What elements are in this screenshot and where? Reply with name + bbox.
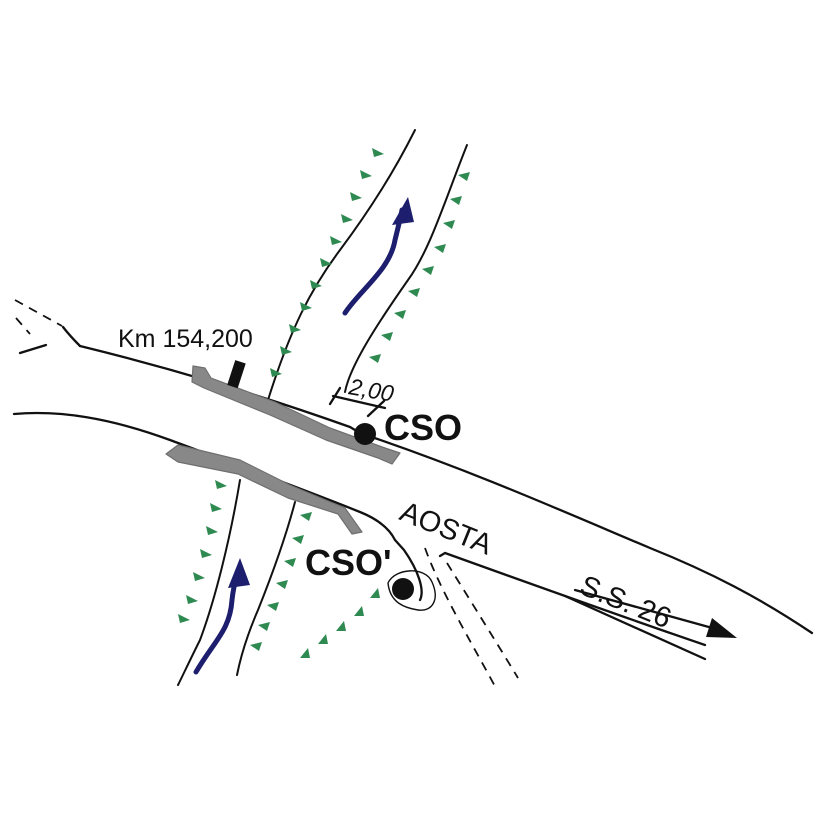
road-north-edge — [78, 344, 814, 635]
side-road-west-top — [61, 325, 82, 348]
road-south-edge — [12, 411, 423, 602]
embankment-north-east — [369, 172, 470, 363]
point-label-cso-alt: CSO' — [305, 542, 392, 583]
point-marker-icon — [354, 423, 376, 445]
point-marker-icon — [392, 578, 414, 600]
branch-road-dashed-west — [424, 547, 498, 691]
embankment-tick-icon — [270, 148, 384, 377]
embankment-tick-icon — [300, 588, 380, 658]
side-road-west-dashed-left — [15, 317, 31, 335]
embankment-pond — [300, 588, 380, 658]
dimension-tick-left — [328, 386, 342, 406]
km-label: Km 154,200 — [118, 325, 253, 353]
road-code-underline — [563, 594, 707, 661]
river-north-bank-east — [344, 144, 468, 393]
embankment-tick-icon — [369, 172, 470, 363]
river-south-bank-west — [177, 479, 241, 686]
side-road-west-bottom — [18, 343, 48, 355]
point-label-cso: CSO — [384, 407, 462, 448]
embankment-south-east — [250, 512, 312, 651]
river-north-bank-west — [267, 129, 416, 401]
direction-line — [573, 588, 718, 631]
side-road-west-dashed-top — [14, 299, 63, 327]
embankment-north-west — [270, 148, 384, 377]
dimension-tick-right — [366, 399, 386, 418]
embankment-tick-icon — [250, 512, 312, 651]
road-name-label: AOSTA — [395, 496, 497, 562]
road-code-label: S.S. 26 — [575, 570, 675, 635]
river-flow-north-line — [342, 207, 405, 316]
dimension-line — [331, 394, 387, 410]
pond-outline — [387, 570, 436, 611]
river-south-bank-east — [236, 501, 296, 676]
flow-arrow-icon — [228, 558, 250, 588]
bridge-north-deck — [191, 365, 401, 465]
embankment-tick-icon — [178, 480, 227, 623]
flow-arrow-icon — [392, 197, 414, 225]
embankment-south-west — [178, 480, 227, 623]
branch-road-dashed-east — [446, 562, 519, 679]
km-marker-post — [227, 360, 246, 389]
direction-arrow-icon — [706, 618, 737, 638]
bridge-south-deck — [165, 444, 363, 535]
